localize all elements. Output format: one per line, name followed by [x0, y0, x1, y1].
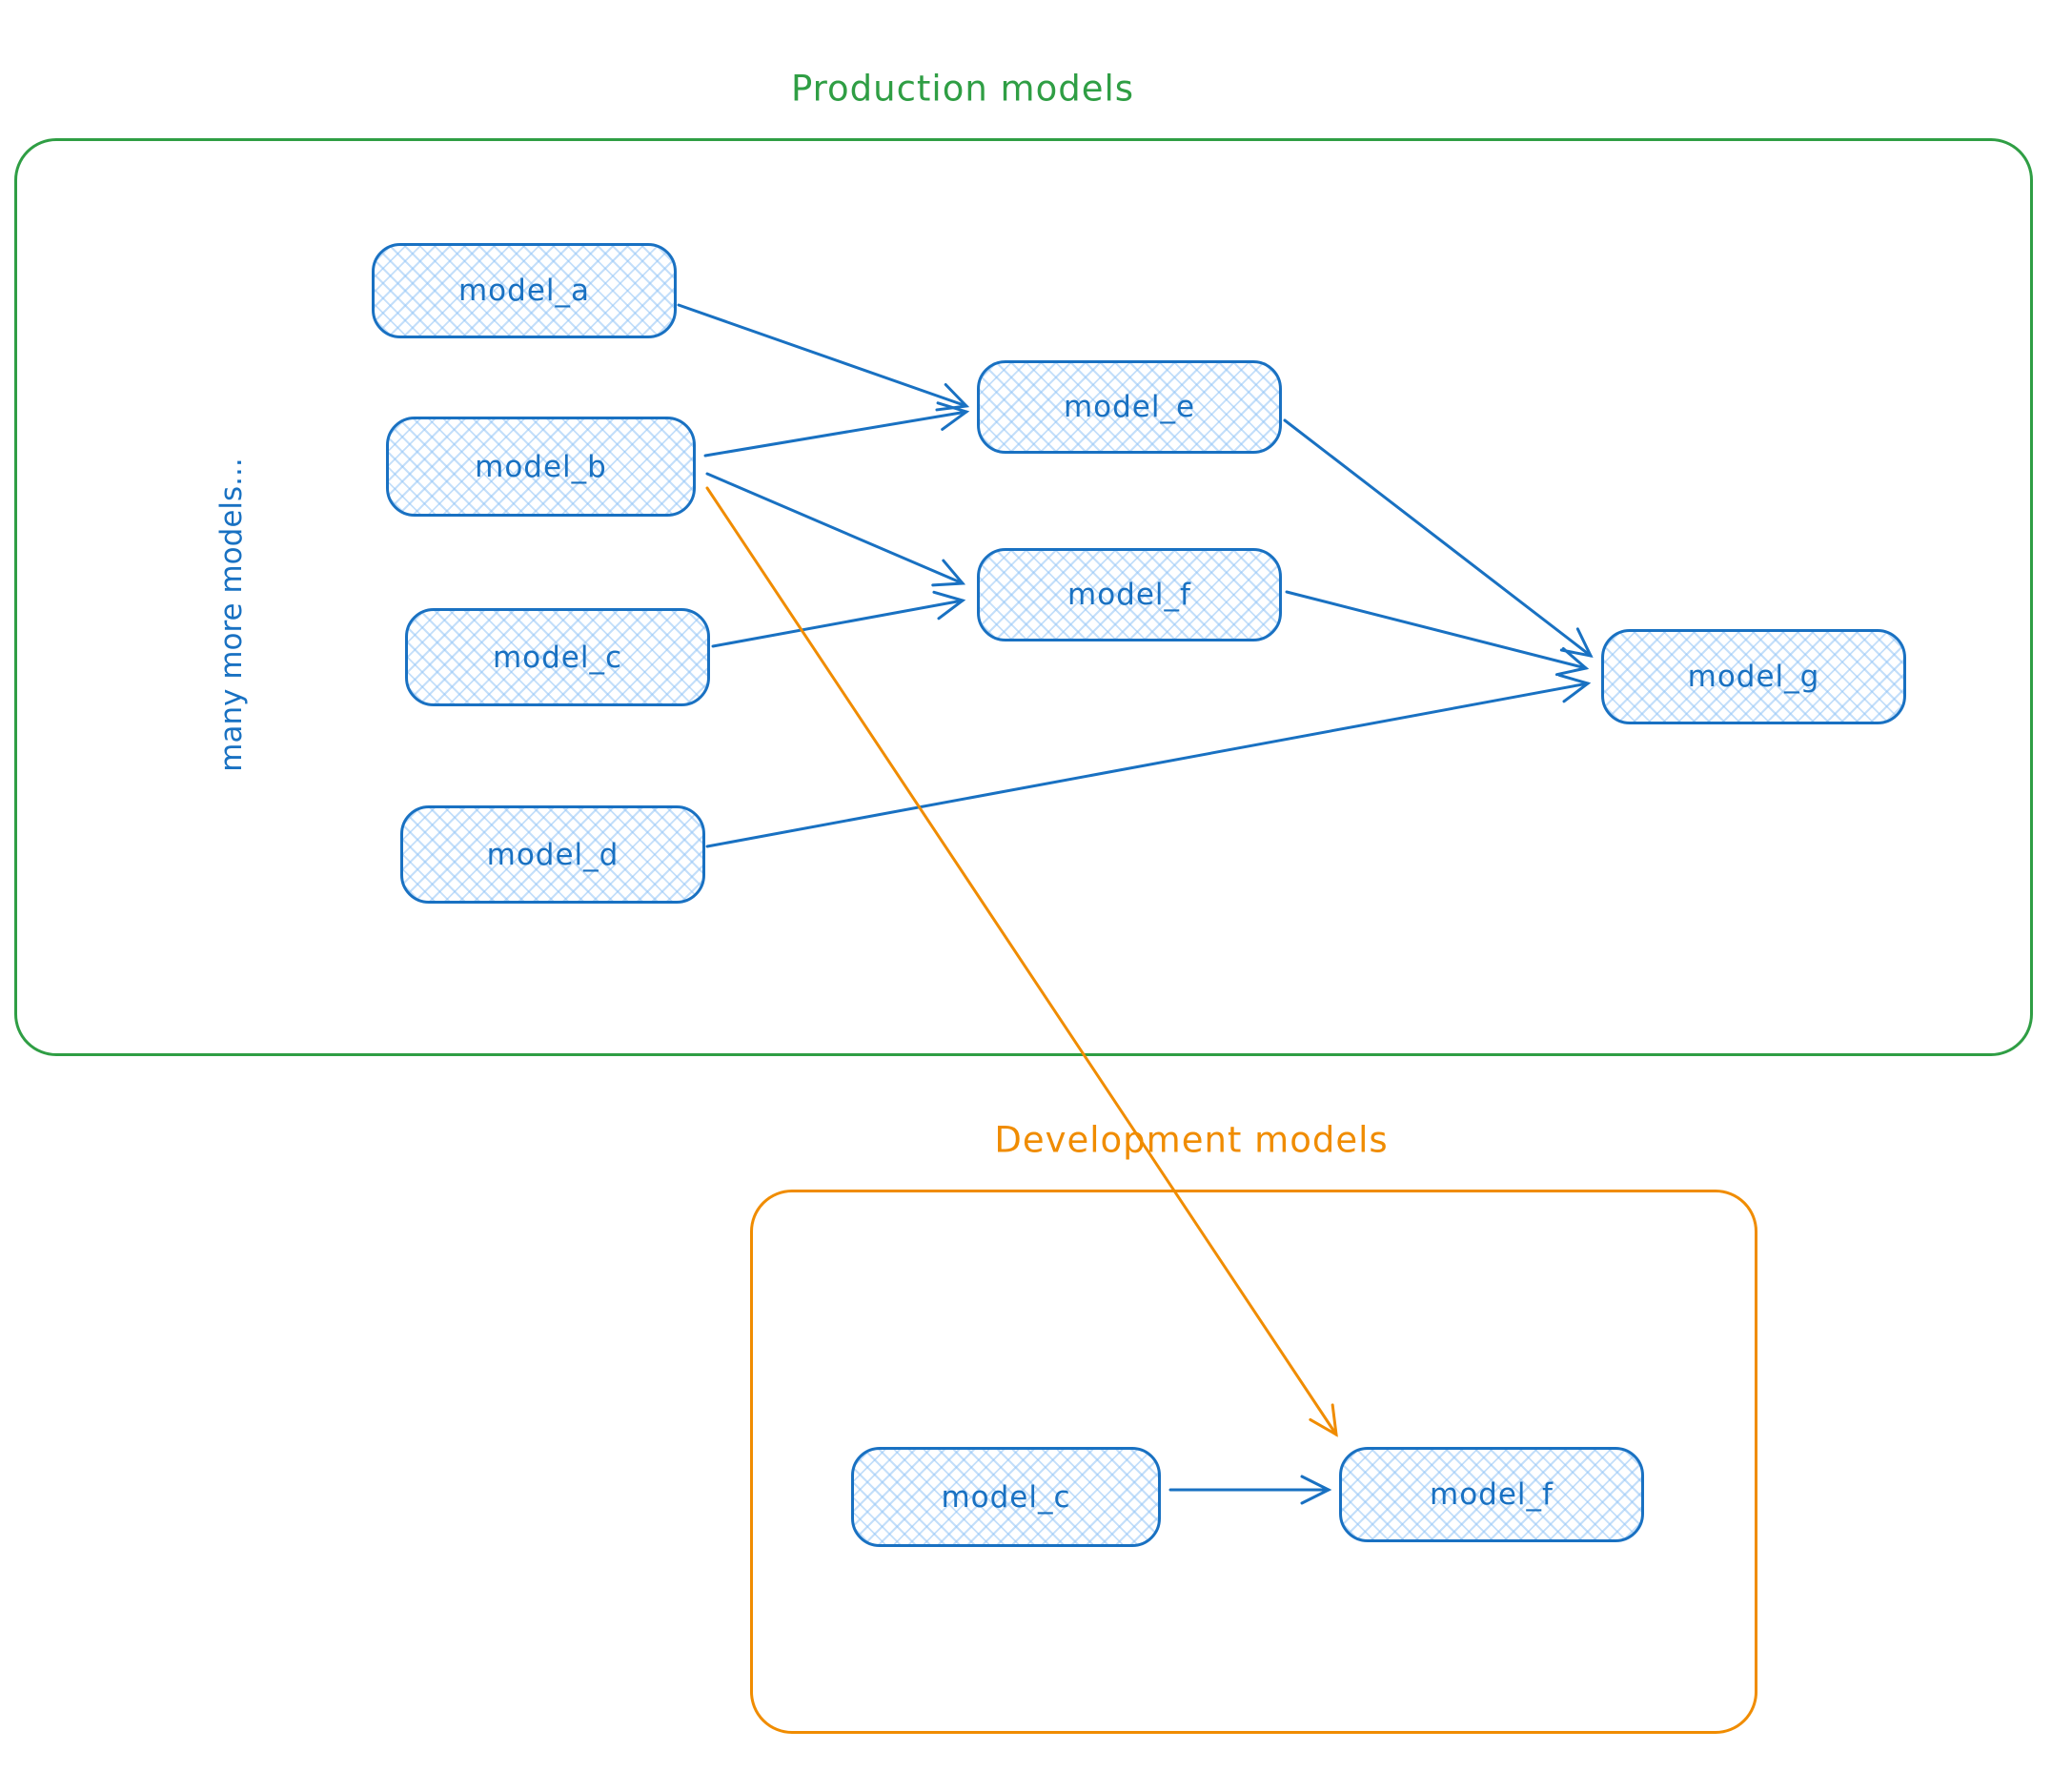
- node-dev-model-c: model_c: [851, 1447, 1161, 1547]
- node-dev-model-f-label: model_f: [1430, 1477, 1554, 1512]
- node-model-f-label: model_f: [1067, 578, 1191, 612]
- edge-model_f-to-model_g: [1285, 590, 1590, 677]
- edge-model_b-to-model_f: [705, 472, 966, 587]
- node-model-e-label: model_e: [1063, 390, 1196, 424]
- edge-model_c-to-model_f: [711, 590, 966, 648]
- node-model-c: model_c: [405, 608, 710, 706]
- node-model-d-label: model_d: [486, 837, 620, 872]
- production-group-title: Production models: [790, 68, 1135, 110]
- development-group-box: [750, 1190, 1757, 1734]
- node-dev-model-c-label: model_c: [941, 1479, 1071, 1515]
- production-group-box: [14, 138, 2033, 1056]
- many-more-models-note: many more models...: [214, 458, 249, 772]
- edge-model_b-to-dev_model_f: [705, 486, 1338, 1437]
- edge-model_a-to-model_e: [677, 303, 970, 412]
- node-model-d: model_d: [400, 805, 705, 904]
- node-model-g-label: model_g: [1687, 660, 1820, 694]
- edge-model_e-to-model_g: [1283, 418, 1594, 659]
- node-model-f: model_f: [977, 548, 1282, 641]
- edge-model_b-to-model_e: [703, 401, 970, 458]
- node-model-b-label: model_b: [475, 449, 607, 484]
- development-group-title: Development models: [994, 1119, 1389, 1161]
- node-model-a: model_a: [372, 243, 677, 338]
- node-dev-model-f: model_f: [1339, 1447, 1644, 1542]
- node-model-c-label: model_c: [492, 640, 623, 675]
- node-model-a-label: model_a: [457, 274, 591, 308]
- node-model-g: model_g: [1601, 629, 1906, 724]
- edge-model_d-to-model_g: [705, 673, 1592, 848]
- node-model-e: model_e: [977, 360, 1282, 454]
- node-model-b: model_b: [386, 417, 696, 517]
